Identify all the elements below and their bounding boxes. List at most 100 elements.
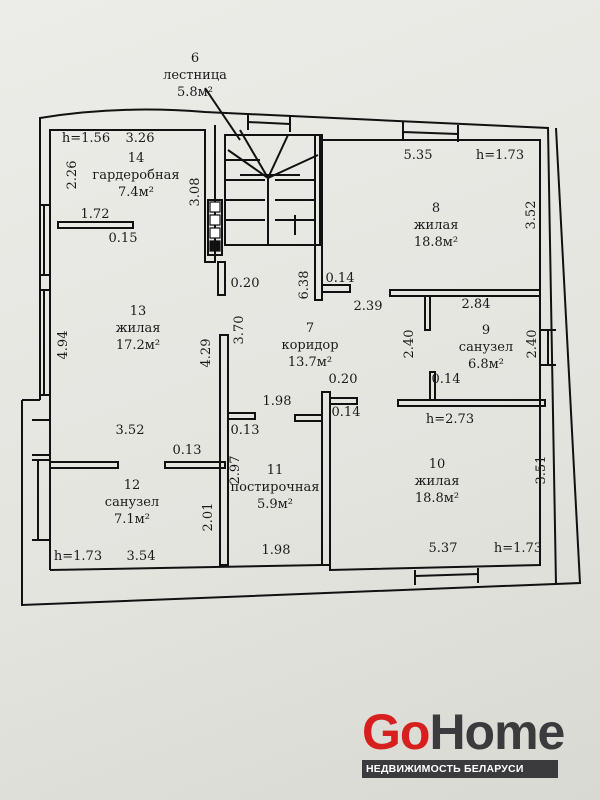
outer-wall-lower xyxy=(21,127,582,607)
room-area: 5.8м² xyxy=(177,85,213,100)
dim-label: 0.14 xyxy=(331,405,361,420)
room-name: жилая xyxy=(414,474,460,489)
dim-label: 3.51 xyxy=(534,455,549,485)
dim-label: 0.13 xyxy=(230,423,260,438)
logo-subtitle: НЕДВИЖИМОСТЬ БЕЛАРУСИ xyxy=(362,760,558,778)
dim-label: 4.29 xyxy=(199,338,214,368)
room-name: лестница xyxy=(163,68,227,83)
room-name: коридор xyxy=(281,338,339,353)
outer-wall xyxy=(39,108,557,586)
dim-label: 2.01 xyxy=(201,502,216,532)
interior-wall xyxy=(321,391,331,566)
room-8-living: 8 жилая 18.8м² xyxy=(414,200,459,251)
dim-label: 5.37 xyxy=(428,541,458,556)
interior-wall xyxy=(227,412,256,420)
room-area: 5.9м² xyxy=(257,497,293,512)
dim-label: 3.08 xyxy=(188,177,203,207)
dim-label: 2.40 xyxy=(525,329,540,359)
dim-label: 2.40 xyxy=(402,329,417,359)
dim-label: 3.54 xyxy=(126,549,156,564)
interior-wall xyxy=(329,397,358,405)
dim-label: 0.13 xyxy=(172,443,202,458)
leader-line xyxy=(204,87,241,141)
interior-wall xyxy=(49,461,119,469)
room-number: 6 xyxy=(190,51,200,66)
room-9-bathroom: 9 санузел 6.8м² xyxy=(459,322,513,373)
gohome-logo: GoHome НЕДВИЖИМОСТЬ БЕЛАРУСИ xyxy=(362,707,565,778)
window-top xyxy=(247,113,459,142)
room-12-bathroom: 12 санузел 7.1м² xyxy=(105,477,159,528)
interior-wall xyxy=(389,289,541,297)
interior-wall xyxy=(294,414,323,422)
vent-duct-icon xyxy=(209,227,221,239)
dim-label: 0.14 xyxy=(325,271,355,286)
interior-wall xyxy=(314,134,323,301)
stair-steps xyxy=(225,129,319,245)
window-left xyxy=(32,204,50,541)
interior-wall xyxy=(424,295,431,331)
dim-label: h=1.73 xyxy=(493,541,543,556)
room-name: жилая xyxy=(413,218,459,233)
dim-label: 0.15 xyxy=(108,231,138,246)
dim-label: 3.70 xyxy=(232,315,247,345)
room-7-corridor: 7 коридор 13.7м² xyxy=(281,320,338,371)
dim-label: 0.20 xyxy=(328,372,358,387)
vent-duct-icon xyxy=(209,201,221,213)
dim-label: h=1.56 xyxy=(61,131,111,146)
wall-segment xyxy=(49,564,323,571)
room-13-living: 13 жилая 17.2м² xyxy=(116,303,161,354)
room-area: 18.8м² xyxy=(413,235,459,250)
room-number: 8 xyxy=(431,201,441,216)
dim-label: 4.94 xyxy=(56,330,71,360)
room-number: 12 xyxy=(123,478,141,493)
room-name: гардеробная xyxy=(92,168,180,183)
logo-home: Home xyxy=(429,704,565,760)
interior-wall xyxy=(217,261,226,296)
dim-label: h=1.73 xyxy=(475,148,525,163)
dim-label: 5.35 xyxy=(403,148,433,163)
room-name: постирочная xyxy=(230,480,320,495)
dim-label: 1.98 xyxy=(261,543,291,558)
logo-go: Go xyxy=(362,704,430,760)
dim-label: h=1.73 xyxy=(53,549,103,564)
vent-duct-icon xyxy=(209,214,221,226)
stairwell xyxy=(224,134,321,246)
dim-label: h=2.73 xyxy=(425,412,475,427)
dim-label: 2.84 xyxy=(461,297,491,312)
interior-wall xyxy=(164,461,226,469)
chimney-icon xyxy=(209,240,221,252)
room-10-living: 10 жилая 18.8м² xyxy=(415,456,460,507)
room-name: жилая xyxy=(115,321,161,336)
room-number: 13 xyxy=(129,304,147,319)
room-number: 11 xyxy=(266,463,284,478)
room-area: 7.1м² xyxy=(113,512,150,527)
room-number: 9 xyxy=(481,323,491,338)
interior-wall xyxy=(429,371,436,401)
interior-wall xyxy=(397,399,546,407)
interior-wall xyxy=(321,284,351,293)
room-name: санузел xyxy=(458,340,514,355)
dim-label: 1.72 xyxy=(80,207,110,222)
room-area: 18.8м² xyxy=(414,491,460,506)
dim-label: 2.97 xyxy=(228,455,243,485)
dim-label: 3.52 xyxy=(524,200,539,230)
room-area: 17.2м² xyxy=(115,338,161,353)
dim-label: 6.38 xyxy=(297,270,312,300)
room-area: 13.7м² xyxy=(287,355,333,370)
room-number: 14 xyxy=(127,151,145,166)
dim-label: 2.39 xyxy=(353,299,383,314)
room-14-wardrobe: 14 гардеробная 7.4м² xyxy=(92,150,179,201)
room-area: 6.8м² xyxy=(467,357,504,372)
dim-label: 3.52 xyxy=(115,423,145,438)
room-11-laundry: 11 постирочная 5.9м² xyxy=(231,462,320,513)
dim-label: 0.20 xyxy=(230,276,260,291)
room-name: санузел xyxy=(104,495,160,510)
dim-label: 0.14 xyxy=(431,372,461,387)
window-right xyxy=(540,329,556,366)
inner-wall-outline xyxy=(49,125,216,570)
room-number: 10 xyxy=(428,457,446,472)
room-area: 7.4м² xyxy=(118,185,154,200)
dim-label: 2.26 xyxy=(65,160,80,190)
room-6-stairs: 6 лестница 5.8м² xyxy=(163,50,227,101)
